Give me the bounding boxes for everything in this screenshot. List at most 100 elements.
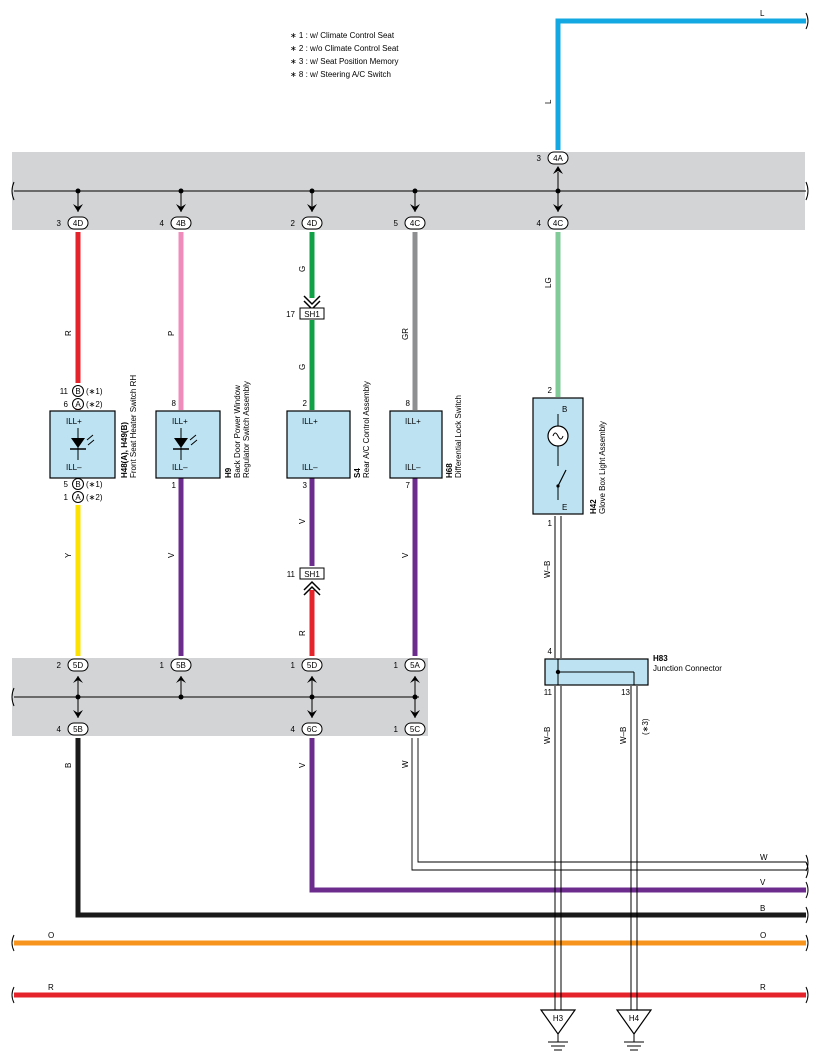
svg-text:5D: 5D xyxy=(307,661,317,670)
wire-W xyxy=(417,738,806,863)
notes: ∗ 1 : w/ Climate Control Seat ∗ 2 : w/o … xyxy=(290,31,399,79)
svg-text:L: L xyxy=(760,9,765,18)
svg-text:GR: GR xyxy=(401,328,410,340)
svg-text:W–B: W–B xyxy=(619,727,628,744)
svg-text:8: 8 xyxy=(406,399,411,408)
svg-text:W: W xyxy=(401,760,410,768)
svg-text:5A: 5A xyxy=(410,661,420,670)
svg-text:1: 1 xyxy=(160,661,165,670)
component-h68: 8 7 ILL+ ILL– H68 Differential Lock Swit… xyxy=(389,395,463,490)
svg-text:2: 2 xyxy=(57,661,62,670)
svg-text:11: 11 xyxy=(287,570,296,579)
svg-text:H68: H68 xyxy=(445,463,454,478)
svg-text:R: R xyxy=(760,983,766,992)
svg-text:W: W xyxy=(760,853,768,862)
svg-text:Regulator Switch Assembly: Regulator Switch Assembly xyxy=(242,381,251,478)
svg-text:17: 17 xyxy=(286,310,295,319)
svg-text:SH1: SH1 xyxy=(304,310,320,319)
svg-text:W–B: W–B xyxy=(543,561,552,578)
svg-text:8: 8 xyxy=(172,399,177,408)
svg-text:V: V xyxy=(401,552,410,558)
svg-text:1: 1 xyxy=(291,661,296,670)
svg-text:ILL+: ILL+ xyxy=(172,417,188,426)
svg-text:A: A xyxy=(75,400,81,409)
svg-text:W–B: W–B xyxy=(543,727,552,744)
svg-text:V: V xyxy=(298,762,307,768)
wire-B xyxy=(75,738,806,918)
svg-text:(∗2): (∗2) xyxy=(86,493,103,502)
svg-text:ILL+: ILL+ xyxy=(302,417,318,426)
switch-icon xyxy=(557,469,567,487)
svg-text:H9: H9 xyxy=(224,467,233,478)
svg-text:1: 1 xyxy=(394,661,399,670)
upper-connectors: 4D 3 4B 4 4D 2 4C 5 4C 4 4A 3 xyxy=(57,151,569,230)
wire-labels: L L R P G G GR LG Y V V V R W–B W–B W–B … xyxy=(48,9,768,992)
svg-text:4A: 4A xyxy=(553,154,563,163)
lower-connectors-top: 5D 2 5B 1 5D 1 5A 1 xyxy=(57,658,426,672)
svg-text:1: 1 xyxy=(394,725,399,734)
svg-text:E: E xyxy=(562,503,567,512)
svg-text:4B: 4B xyxy=(176,219,186,228)
led-icon xyxy=(174,438,188,448)
svg-text:(∗3): (∗3) xyxy=(641,718,650,735)
svg-text:LG: LG xyxy=(544,277,553,288)
svg-text:ILL–: ILL– xyxy=(302,463,318,472)
component-h83: 4 11 13 H83 Junction Connector (∗3) xyxy=(544,647,723,735)
svg-text:B: B xyxy=(562,405,567,414)
svg-text:(∗1): (∗1) xyxy=(86,480,103,489)
svg-text:G: G xyxy=(298,364,307,370)
svg-text:2: 2 xyxy=(303,399,308,408)
svg-text:A: A xyxy=(75,493,81,502)
svg-text:ILL+: ILL+ xyxy=(66,417,82,426)
note-4: ∗ 8 : w/ Steering A/C Switch xyxy=(290,70,391,79)
svg-text:Front Seat Heater Switch RH: Front Seat Heater Switch RH xyxy=(129,375,138,478)
svg-text:4D: 4D xyxy=(307,219,317,228)
svg-text:Y: Y xyxy=(64,552,73,558)
svg-text:O: O xyxy=(760,931,766,940)
note-2: ∗ 2 : w/o Climate Control Seat xyxy=(290,44,399,53)
svg-text:R: R xyxy=(48,983,54,992)
svg-text:1: 1 xyxy=(64,493,69,502)
svg-text:4: 4 xyxy=(291,725,296,734)
svg-text:R: R xyxy=(64,330,73,336)
note-3: ∗ 3 : w/ Seat Position Memory xyxy=(290,57,399,66)
svg-text:V: V xyxy=(167,552,176,558)
svg-text:5C: 5C xyxy=(410,725,420,734)
svg-text:4: 4 xyxy=(548,647,553,656)
note-1: ∗ 1 : w/ Climate Control Seat xyxy=(290,31,395,40)
svg-text:Back Door Power Window: Back Door Power Window xyxy=(233,385,242,478)
ground-h3: H3 xyxy=(539,1009,577,1051)
lower-connectors-bottom: 5B 4 6C 4 5C 1 xyxy=(57,722,426,736)
ground-icon xyxy=(539,1009,577,1036)
svg-text:R: R xyxy=(298,630,307,636)
component-s4: 2 3 ILL+ ILL– S4 Rear A/C Control Assemb… xyxy=(286,381,371,490)
svg-text:3: 3 xyxy=(57,219,62,228)
svg-text:5: 5 xyxy=(64,480,69,489)
svg-text:6: 6 xyxy=(64,400,69,409)
svg-text:4: 4 xyxy=(537,219,542,228)
svg-text:11: 11 xyxy=(60,387,69,396)
svg-text:Rear A/C Control Assembly: Rear A/C Control Assembly xyxy=(362,381,371,478)
svg-text:1: 1 xyxy=(172,481,177,490)
component-h9: 8 1 ILL+ ILL– H9 Back Door Power Window … xyxy=(155,381,251,490)
ground-icon xyxy=(615,1009,653,1036)
svg-text:H83: H83 xyxy=(653,654,668,663)
svg-text:B: B xyxy=(64,763,73,768)
upper-bus-nodes xyxy=(73,166,563,212)
svg-text:11: 11 xyxy=(544,688,553,697)
svg-text:G: G xyxy=(298,266,307,272)
svg-text:Glove Box Light Assembly: Glove Box Light Assembly xyxy=(598,421,607,514)
component-h48-h49: B 11 (∗1) A 6 (∗2) ILL+ ILL– B 5 (∗1) A … xyxy=(49,375,138,503)
svg-text:5B: 5B xyxy=(176,661,186,670)
svg-text:P: P xyxy=(167,331,176,336)
light-rays-icon xyxy=(86,434,95,446)
svg-text:3: 3 xyxy=(537,154,542,163)
svg-text:2: 2 xyxy=(548,386,553,395)
svg-text:4C: 4C xyxy=(553,219,563,228)
sh1-connectors: SH1 17 SH1 11 xyxy=(286,295,325,596)
light-rays-icon xyxy=(189,434,198,446)
svg-text:B: B xyxy=(75,480,80,489)
svg-text:4C: 4C xyxy=(410,219,420,228)
svg-text:S4: S4 xyxy=(353,468,362,478)
